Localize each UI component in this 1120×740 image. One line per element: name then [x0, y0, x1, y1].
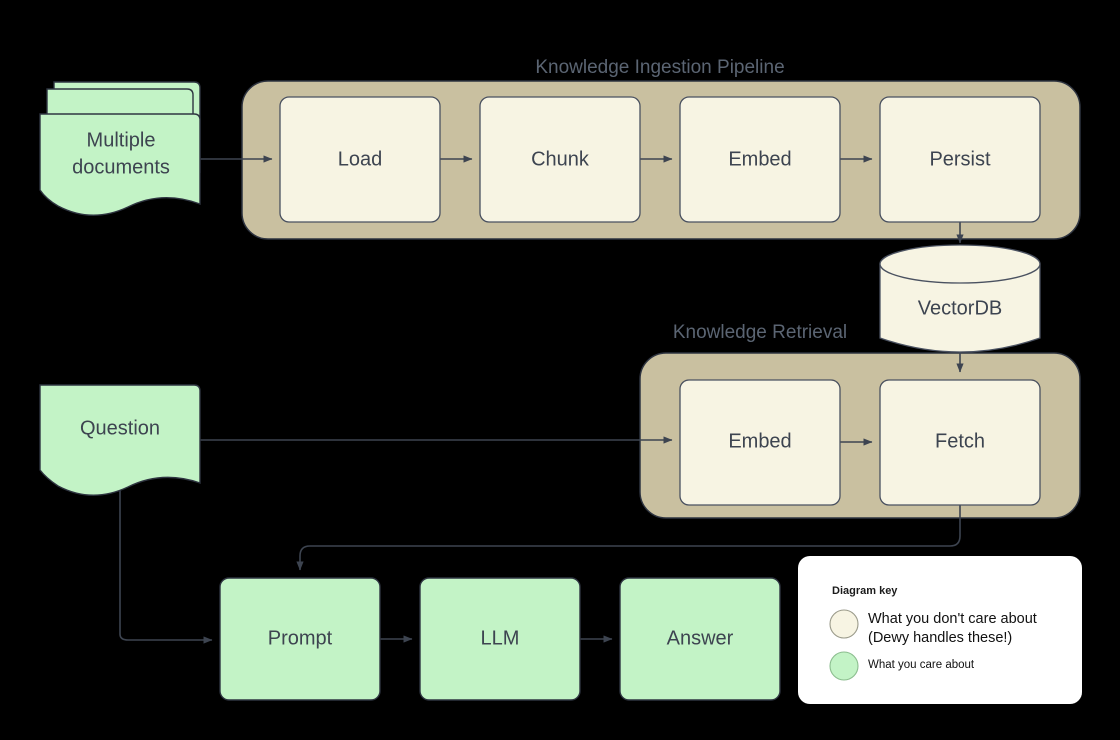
- node-shape-llm: [419, 577, 581, 701]
- node-shape-load: [279, 96, 441, 223]
- node-llm[interactable]: LLM: [419, 577, 581, 701]
- node-label-load: Load: [338, 148, 383, 170]
- node-shape-chunk: [479, 96, 641, 223]
- node-multiple-documents[interactable]: Multiple documents: [39, 81, 201, 216]
- node-shape-embed-ingestion: [679, 96, 841, 223]
- node-vectordb[interactable]: VectorDB: [879, 244, 1041, 353]
- legend-item-care: What you care about: [829, 651, 975, 681]
- node-prompt[interactable]: Prompt: [219, 577, 381, 701]
- cylinder-body: [879, 263, 1041, 353]
- legend-title: Diagram key: [832, 585, 898, 597]
- legend-swatch-care-icon: [829, 651, 859, 681]
- node-fetch[interactable]: Fetch: [879, 379, 1041, 506]
- legend-label-care: What you care about: [868, 659, 975, 671]
- node-label-embed-retrieval: Embed: [728, 430, 791, 452]
- node-label-chunk: Chunk: [531, 148, 590, 170]
- node-label-embed-ingestion: Embed: [728, 148, 791, 170]
- legend-label-neutral-line1: What you don't care about: [868, 611, 1037, 627]
- diagram-key-legend: Diagram key What you don't care about (D…: [798, 556, 1082, 704]
- node-chunk[interactable]: Chunk: [479, 96, 641, 223]
- document-stack-layer-1: [39, 113, 201, 216]
- legend-label-neutral-line2: (Dewy handles these!): [868, 630, 1012, 646]
- edge-fetch-to-prompt: [296, 505, 961, 571]
- group-title-retrieval: Knowledge Retrieval: [673, 322, 847, 343]
- node-load[interactable]: Load: [279, 96, 441, 223]
- node-label-llm: LLM: [481, 627, 520, 649]
- node-label-answer: Answer: [667, 627, 734, 649]
- node-shape-question: [39, 384, 201, 496]
- node-label-multiple-documents-line2: documents: [72, 156, 170, 178]
- legend-panel: [798, 556, 1082, 704]
- node-label-prompt: Prompt: [268, 627, 333, 649]
- node-answer[interactable]: Answer: [619, 577, 781, 701]
- legend-swatch-neutral-icon: [829, 609, 859, 639]
- node-label-multiple-documents-line1: Multiple: [87, 129, 156, 151]
- group-container-ingestion: [241, 80, 1081, 240]
- node-label-fetch: Fetch: [935, 430, 985, 452]
- node-shape-fetch: [879, 379, 1041, 506]
- node-shape-prompt: [219, 577, 381, 701]
- node-question[interactable]: Question: [39, 384, 201, 496]
- node-label-persist: Persist: [929, 148, 991, 170]
- node-persist[interactable]: Persist: [879, 96, 1041, 223]
- node-embed-retrieval[interactable]: Embed: [679, 379, 841, 506]
- group-ingestion: Knowledge Ingestion Pipeline: [241, 57, 1081, 240]
- node-embed-ingestion[interactable]: Embed: [679, 96, 841, 223]
- edges: [119, 155, 964, 644]
- node-shape-persist: [879, 96, 1041, 223]
- group-title-ingestion: Knowledge Ingestion Pipeline: [535, 57, 784, 78]
- node-shape-embed-retrieval: [679, 379, 841, 506]
- cylinder-top: [879, 244, 1041, 284]
- node-shape-answer: [619, 577, 781, 701]
- legend-item-neutral: What you don't care about (Dewy handles …: [829, 609, 1037, 646]
- node-label-question: Question: [80, 417, 160, 439]
- edge-question-to-prompt: [119, 480, 213, 644]
- node-label-vectordb: VectorDB: [918, 297, 1002, 319]
